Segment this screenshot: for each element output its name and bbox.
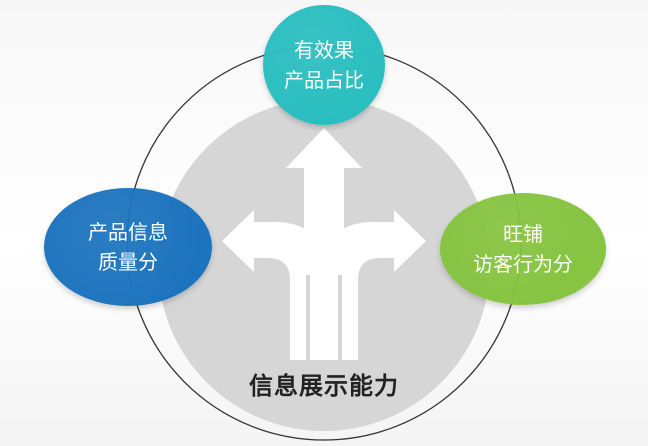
left-arrow-icon bbox=[222, 210, 326, 360]
node-label-line: 有效果 bbox=[294, 38, 354, 62]
node-label-line: 产品信息 bbox=[88, 220, 168, 244]
center-label: 信息展示能力 bbox=[249, 372, 399, 400]
three-way-arrow-icon bbox=[222, 128, 426, 360]
node-store-visitor-behavior-score: 旺铺 访客行为分 bbox=[440, 193, 606, 305]
right-arrow-icon bbox=[322, 210, 426, 360]
node-product-info-quality-score: 产品信息 质量分 bbox=[44, 188, 212, 306]
node-label-line: 质量分 bbox=[98, 250, 158, 274]
node-effective-product-ratio: 有效果 产品占比 bbox=[263, 5, 385, 125]
node-label-line: 产品占比 bbox=[284, 68, 364, 92]
node-label-line: 旺铺 bbox=[503, 222, 543, 246]
node-label-line: 访客行为分 bbox=[473, 252, 573, 276]
